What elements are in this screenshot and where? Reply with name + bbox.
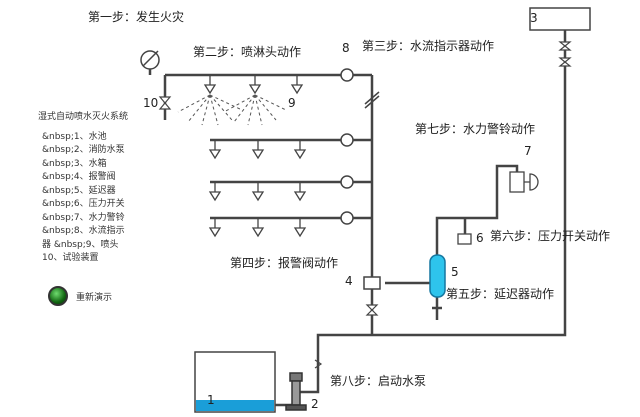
replay-button[interactable]: 重新演示: [48, 286, 112, 306]
pressure-gauge-icon: [140, 50, 160, 70]
step-3-label: 第三步：水流指示器动作: [362, 39, 495, 53]
legend-item: &nbsp;6、压力开关: [42, 199, 125, 209]
sprinkler-head-icon: [208, 218, 222, 238]
water-motor-alarm-bell-icon: [509, 171, 539, 193]
label-1: 1: [207, 393, 215, 407]
pipe-break-mark: [364, 91, 380, 109]
water-spray: [177, 94, 287, 126]
water-pool: [194, 351, 276, 413]
step-1-label: 第一步：发生火灾: [88, 10, 185, 24]
step-4-label: 第四步：报警阀动作: [230, 256, 339, 270]
sprinkler-heads: [203, 75, 307, 238]
sprinkler-head-icon: [248, 75, 262, 95]
label-3: 3: [530, 11, 538, 25]
label-7: 7: [524, 144, 532, 158]
sprinkler-head-icon: [293, 140, 307, 160]
label-10: 10: [143, 96, 159, 110]
label-5: 5: [451, 265, 459, 279]
legend: 湿式自动喷水灭火系统 &nbsp;1、水池 &nbsp;2、消防水泵 &nbsp…: [38, 111, 128, 266]
legend-item: 10、试验装置: [42, 253, 99, 263]
sprinkler-head-icon: [203, 75, 217, 95]
legend-item: 器 &nbsp;9、喷头: [42, 239, 119, 250]
legend-item: &nbsp;2、消防水泵: [42, 145, 125, 155]
legend-item: &nbsp;1、水池: [42, 131, 107, 142]
water-flow-indicators: [340, 68, 354, 225]
legend-item: &nbsp;4、报警阀: [42, 172, 116, 182]
sprinkler-head-icon: [290, 75, 304, 95]
test-valve-icon: [158, 96, 172, 110]
sprinkler-head-icon: [251, 218, 265, 238]
step-8-label: 第八步：启动水泵: [330, 374, 427, 388]
legend-title: 湿式自动喷水灭火系统: [38, 112, 129, 122]
gate-valve-icon: [365, 304, 379, 316]
legend-item: &nbsp;7、水力警铃: [42, 212, 125, 223]
label-6: 6: [476, 231, 484, 245]
pressure-switch: [457, 233, 472, 245]
legend-item: &nbsp;5、延迟器: [42, 185, 116, 196]
fire-pump-icon: [285, 372, 307, 411]
step-7-label: 第七步：水力警铃动作: [415, 122, 536, 136]
delay-chamber: [429, 254, 446, 298]
sprinkler-head-icon: [208, 140, 222, 160]
sprinkler-head-icon: [293, 182, 307, 202]
tank-valves: [558, 41, 572, 67]
sprinkler-head-icon: [208, 182, 222, 202]
replay-icon: [48, 286, 68, 306]
sprinkler-head-icon: [293, 218, 307, 238]
alarm-valve: [363, 276, 381, 290]
legend-item: &nbsp;8、水流指示: [42, 226, 125, 236]
label-9: 9: [288, 96, 296, 110]
replay-label: 重新演示: [76, 292, 113, 303]
label-4: 4: [345, 274, 353, 288]
sprinkler-head-icon: [251, 182, 265, 202]
step-2-label: 第二步：喷淋头动作: [193, 45, 302, 59]
step-6-label: 第六步：压力开关动作: [490, 229, 611, 243]
water-tank: [529, 7, 591, 31]
label-2: 2: [311, 397, 319, 411]
legend-item: &nbsp;3、水箱: [42, 158, 107, 169]
step-5-label: 第五步：延迟器动作: [446, 287, 555, 301]
sprinkler-head-icon: [251, 140, 265, 160]
label-8: 8: [342, 41, 350, 55]
check-valve-icon: [314, 359, 323, 369]
